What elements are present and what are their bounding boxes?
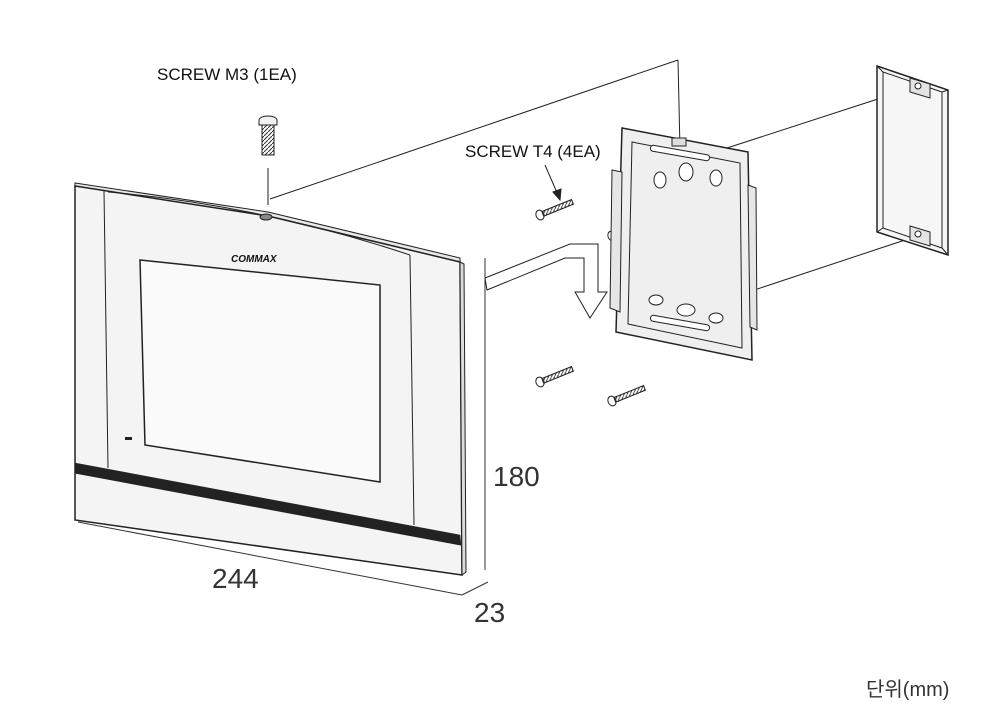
dimension-height: 180 [493,461,540,492]
screw-t4-label: SCREW T4 (4EA) [465,142,601,161]
screw-t4-arrow [544,164,562,202]
wall-box [876,64,949,257]
dimension-width: 244 [212,563,259,594]
screw-m3-icon [258,115,278,205]
brand-logo: COMMAX [231,254,278,265]
unit-label: 단위(mm) [866,678,949,701]
screw-m3-label: SCREW M3 (1EA) [157,65,297,84]
hang-direction-arrow [484,243,608,319]
monitor [74,182,467,576]
dimension-depth: 23 [474,597,505,628]
wall-bracket [609,127,758,361]
dimension-lines [77,258,489,596]
